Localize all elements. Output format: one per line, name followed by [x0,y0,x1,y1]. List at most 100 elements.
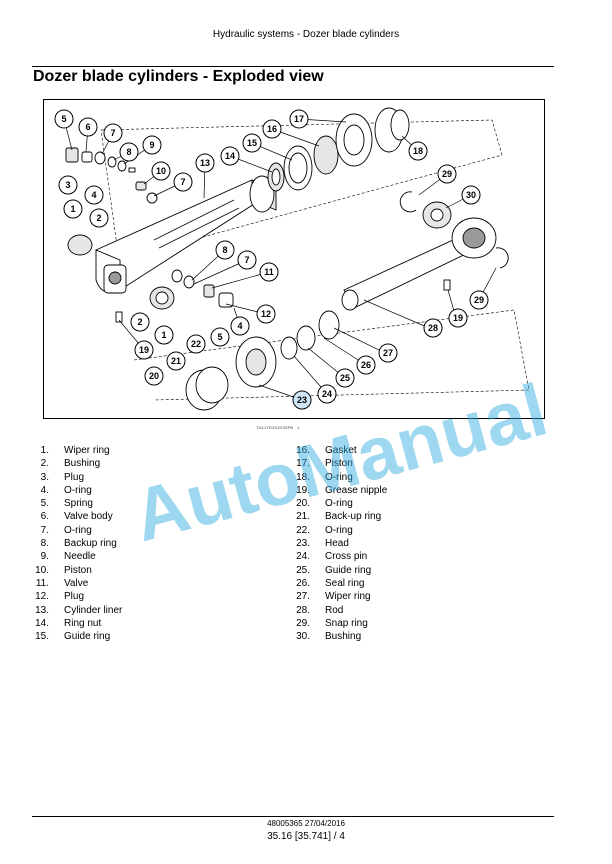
callout-18: 18 [408,141,428,161]
part-name: Guide ring [325,564,372,576]
figure-ref-code: TUL17DZX223SFB [256,425,294,430]
part-number: 4. [40,484,49,496]
header-rule [32,66,554,67]
part-number: 19. [296,484,310,496]
callout-11: 11 [259,262,279,282]
part-name: Valve [64,577,89,589]
list-item: 13.Cylinder liner [33,604,283,617]
part-name: Gasket [325,445,357,456]
callout-7-mid: 7 [173,172,193,192]
callout-8-upper: 8 [119,142,139,162]
cylinder-liner-part [95,175,277,294]
callout-3: 3 [58,175,78,195]
callout-label: 7 [110,128,115,138]
callout-label: 28 [428,323,438,333]
list-item: 15. Guide ring [33,630,283,643]
part-number: 24. [296,551,310,563]
part-name: Back-up ring [325,511,382,523]
figure-reference: TUL17DZX223SFB 1 [256,425,300,430]
list-item: 2.Bushing [33,457,283,470]
callout-14: 14 [220,146,240,166]
part-name: Ring nut [64,617,102,629]
o-ring-18-part [390,109,410,141]
valve-parts-middle [115,269,451,323]
list-item: 4.O-ring [33,484,283,497]
list-item: 1.Wiper ring [33,444,283,457]
list-item: 10.Piston [33,564,283,577]
list-item: 25. Guide ring [294,564,544,577]
callout-label: 14 [225,151,235,161]
figure-ref-index: 1 [297,425,300,430]
callout-10: 10 [151,161,171,181]
list-item: 20.O-ring [294,497,544,510]
ring-nut-part [267,162,285,192]
part-name: O-ring [325,498,353,510]
callout-label: 9 [149,140,154,150]
list-item: 22.O-ring [294,524,544,537]
part-name: Head [325,538,349,550]
snap-ring-upper-part [399,191,417,213]
callout-label: 4 [91,190,96,200]
part-number: 6. [40,511,49,523]
part-number: 14. [35,617,49,629]
callout-label: 3 [65,180,70,190]
callout-4-upper: 4 [84,185,104,205]
list-item: 30.Bushing [294,630,544,643]
footer-rule [32,816,554,817]
part-number: 1. [40,445,49,456]
list-item: 18.O-ring [294,471,544,484]
callout-label: 2 [137,317,142,327]
head-assembly-part [185,310,340,411]
callout-label: 22 [191,339,201,349]
callout-label: 23 [297,395,307,405]
part-name: Plug [64,591,85,603]
exploded-view-drawing: 5 6 7 8 9 3 4 10 7 13 14 15 16 17 18 1 2… [54,107,530,411]
callout-label: 15 [247,138,257,148]
callout-label: 17 [294,114,304,124]
part-number: 17. [296,458,310,470]
callout-1-lower: 1 [154,325,174,345]
part-name: Valve body [64,511,113,523]
part-number: 25. [296,564,310,576]
part-number: 28. [296,604,310,616]
callout-label: 5 [217,332,222,342]
callout-2-upper: 2 [89,208,109,228]
callout-label: 19 [453,313,463,323]
callout-label: 7 [244,255,249,265]
exploded-view-figure: 5 6 7 8 9 3 4 10 7 13 14 15 16 17 18 1 2… [43,99,545,419]
callout-7-lower: 7 [237,250,257,270]
part-number: 15. [35,631,49,643]
callout-label: 2 [96,213,101,223]
valve-parts-upper [65,147,158,256]
part-name: Cross pin [325,551,368,563]
callout-16: 16 [262,119,282,139]
callout-4-lower: 4 [230,316,250,336]
callout-26: 26 [356,355,376,375]
part-number: 18. [296,471,310,483]
callout-27: 27 [378,343,398,363]
list-item: 11.Valve [33,577,283,590]
callout-20: 20 [144,366,164,386]
part-name: Spring [64,498,93,510]
section-title: Dozer blade cylinders - Exploded view [33,68,324,85]
callout-19-right: 19 [448,308,468,328]
callout-label: 29 [442,169,452,179]
callout-label: 21 [171,356,181,366]
footer-document-id: 48005365 27/04/2016 [267,819,345,828]
callout-24: 24 [317,384,337,404]
callout-label: 26 [361,360,371,370]
part-name: Guide ring [64,631,111,643]
part-name: Piston [325,458,353,470]
part-number: 29. [296,617,310,629]
list-item: 3.Plug [33,471,283,484]
list-item: 6. Valve body [33,510,283,523]
list-item: 16.Gasket [294,444,544,457]
callout-label: 4 [237,321,242,331]
running-header: Hydraulic systems - Dozer blade cylinder… [212,29,400,40]
list-item: 8.Backup ring [33,537,283,550]
callout-25: 25 [335,368,355,388]
part-number: 7. [40,524,49,536]
part-number: 21. [296,511,310,523]
callout-label: 18 [413,146,423,156]
list-item: 17. Piston [294,457,544,470]
